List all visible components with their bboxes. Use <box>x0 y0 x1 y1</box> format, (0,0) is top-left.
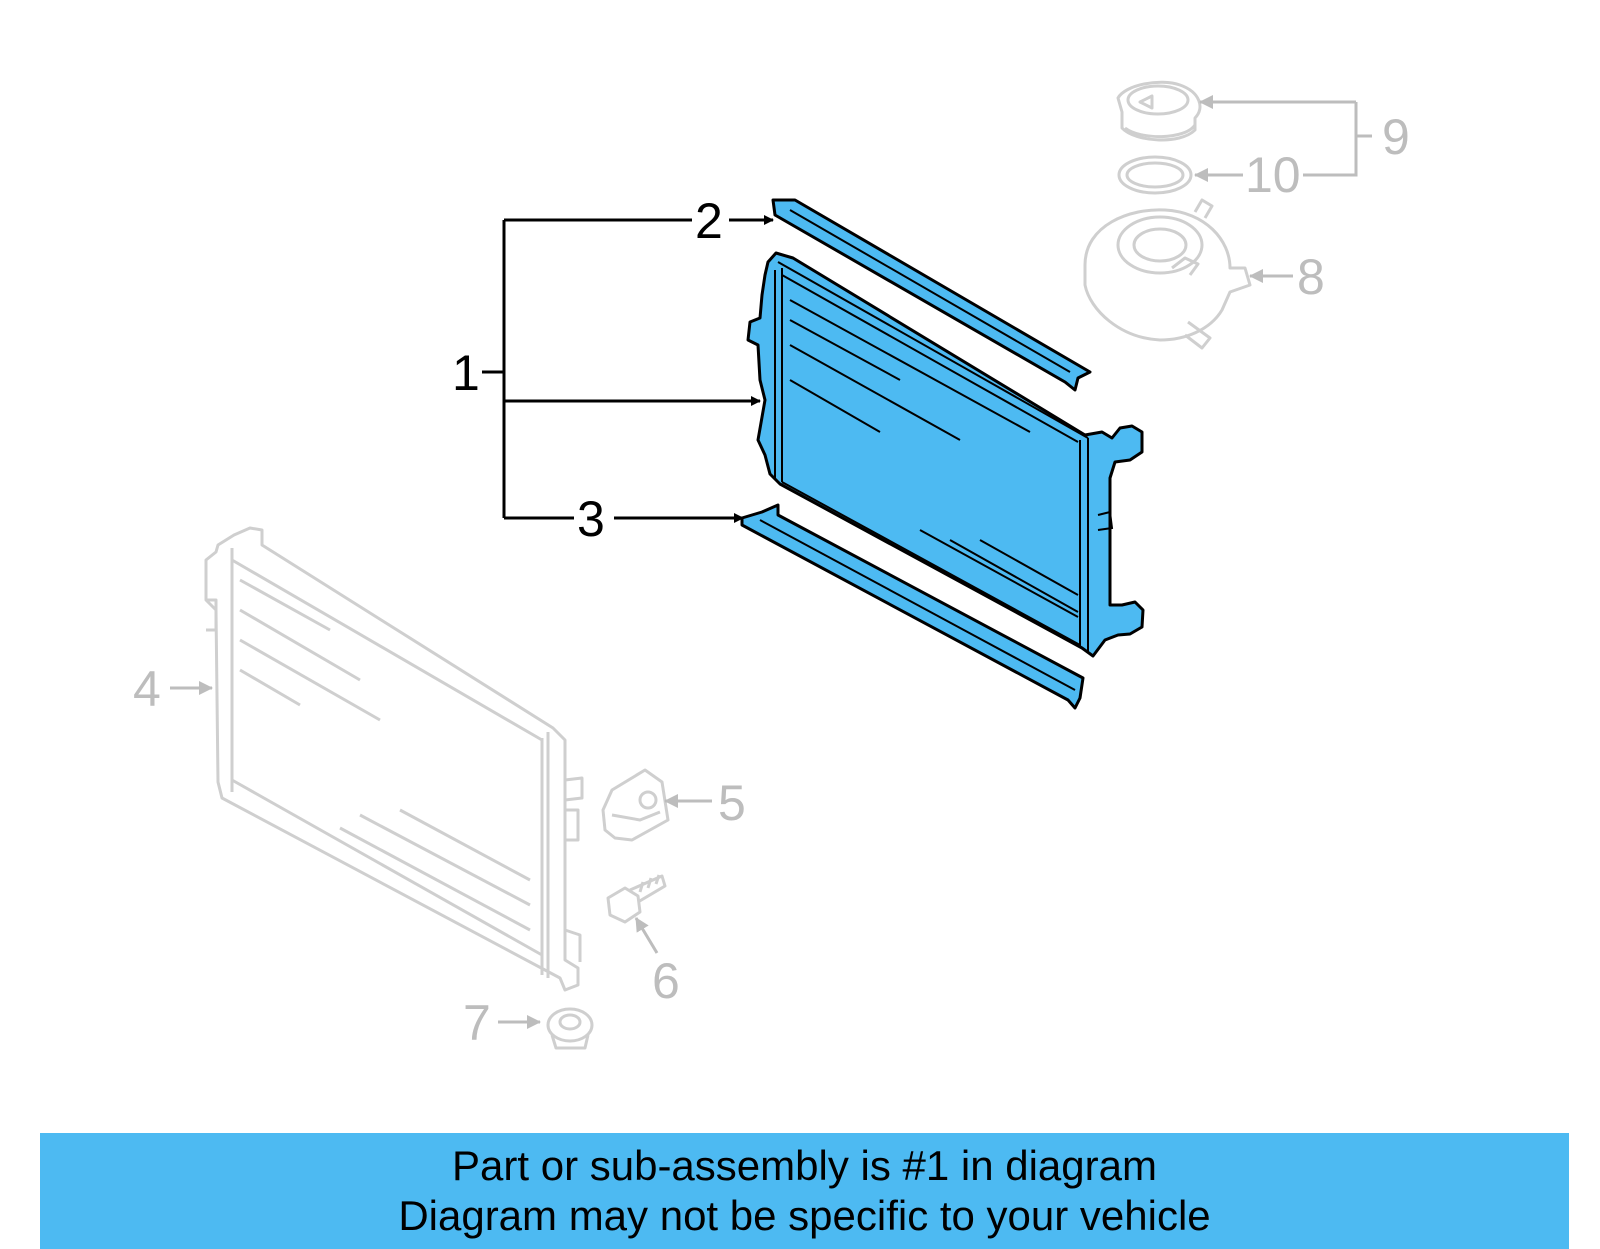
callout-1: 1 <box>452 345 480 401</box>
callout-5: 5 <box>718 775 746 831</box>
upper-air-seal-part-2 <box>771 198 1092 392</box>
bracket-part-5 <box>601 768 670 842</box>
callout-4: 4 <box>133 661 161 717</box>
callout-9: 9 <box>1382 109 1410 165</box>
seal-ring-part-10 <box>1117 155 1193 195</box>
banner-line-part-number: Part or sub-assembly is #1 in diagram <box>452 1142 1157 1189</box>
expansion-tank-part-8 <box>1083 198 1252 350</box>
callout-8: 8 <box>1297 249 1325 305</box>
banner-line-disclaimer: Diagram may not be specific to your vehi… <box>398 1192 1211 1239</box>
callout-6: 6 <box>652 953 680 1009</box>
lower-air-seal-part-3 <box>740 503 1085 710</box>
leader-lines-active <box>482 215 774 523</box>
callout-10: 10 <box>1245 147 1301 203</box>
leader-lines-muted <box>170 95 1372 1029</box>
rubber-mount-part-7 <box>546 1007 594 1050</box>
callout-7: 7 <box>463 995 491 1051</box>
callout-3: 3 <box>577 491 605 547</box>
screw-part-6 <box>606 874 667 924</box>
callout-2: 2 <box>695 193 723 249</box>
filler-cap-part-9 <box>1116 80 1202 142</box>
info-banner: Part or sub-assembly is #1 in diagram Di… <box>40 1133 1569 1249</box>
main-radiator-part-1 <box>746 251 1145 658</box>
auxiliary-radiator-part-4 <box>204 526 584 992</box>
